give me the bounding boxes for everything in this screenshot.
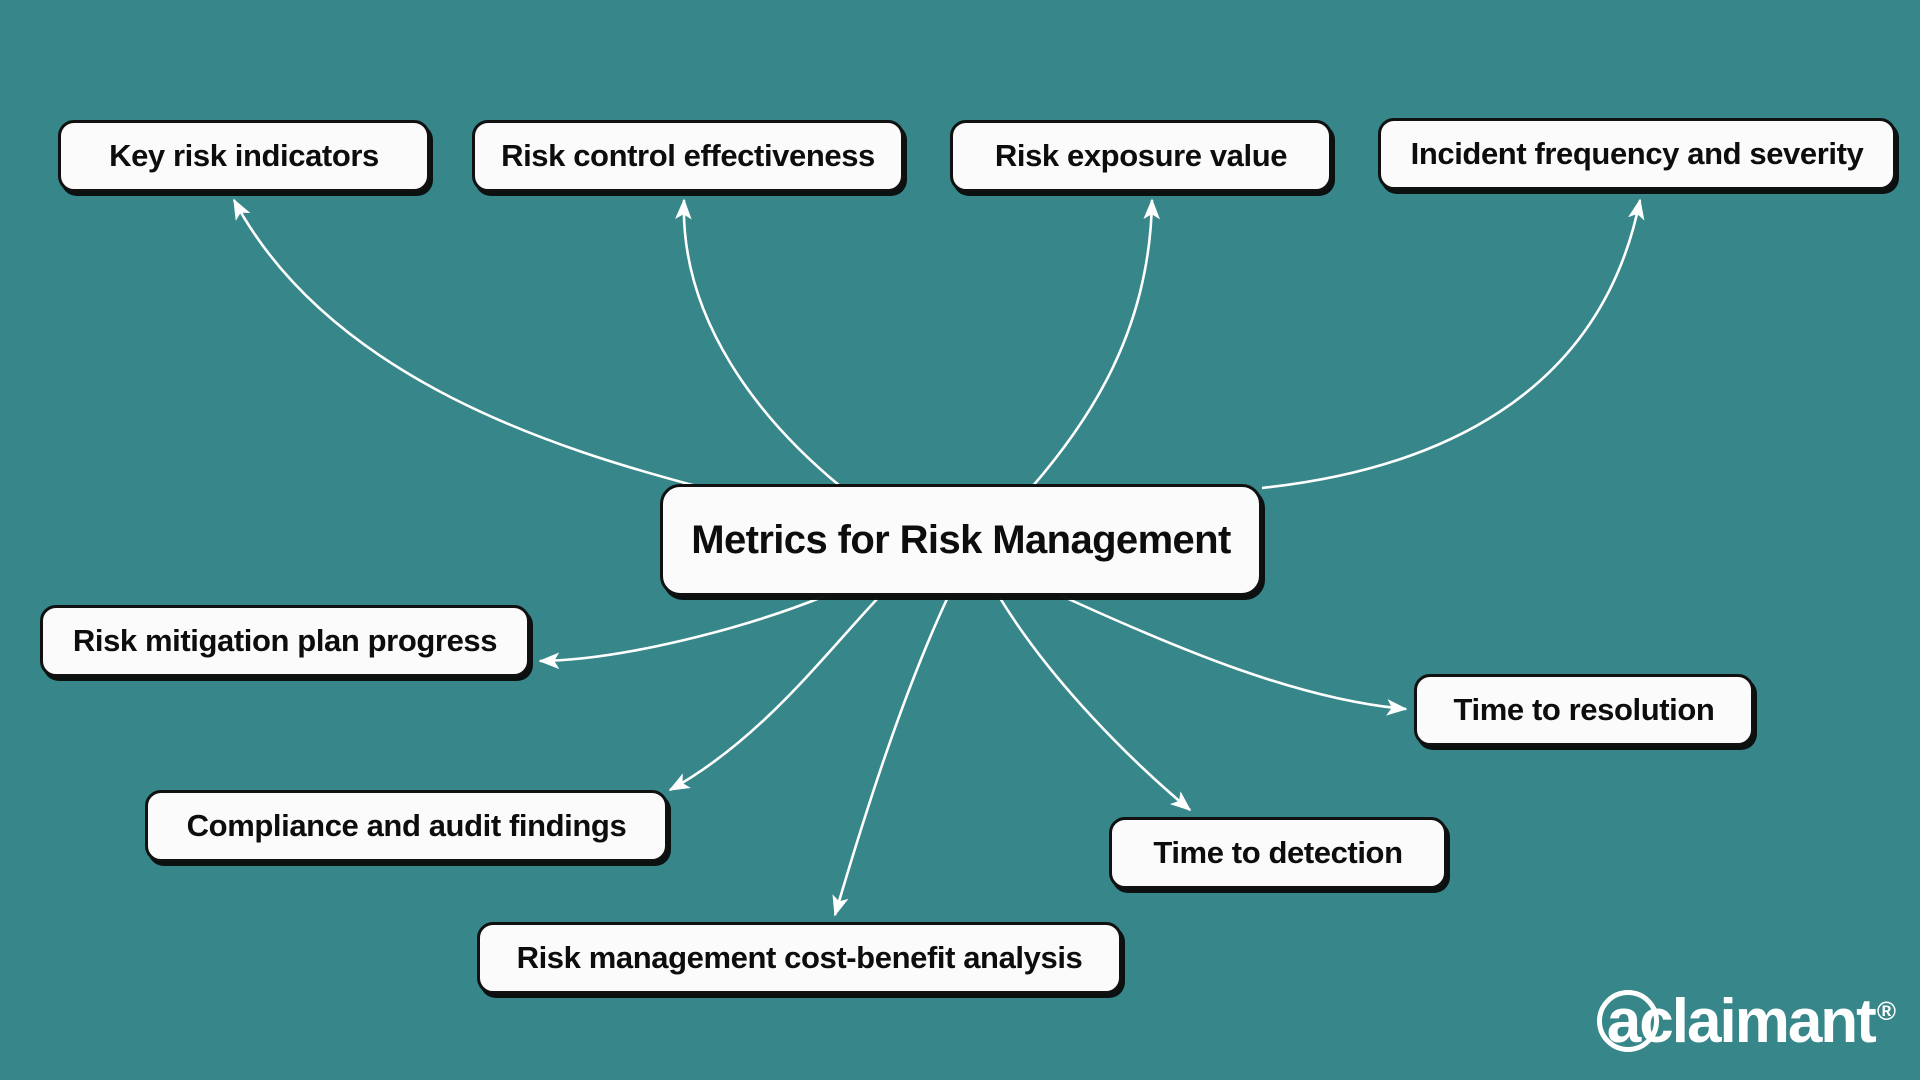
node-time-to-detection[interactable]: Time to detection [1109,817,1447,889]
center-node[interactable]: Metrics for Risk Management [660,484,1262,596]
node-risk-exposure-value[interactable]: Risk exposure value [950,120,1332,192]
node-label: Incident frequency and severity [1410,136,1864,171]
node-label: Compliance and audit findings [186,808,627,843]
node-key-risk-indicators[interactable]: Key risk indicators [58,120,430,192]
edge-center-to-time-to-resolution [1061,594,1408,716]
edge-center-to-compliance-and-audit-findings [668,597,879,792]
node-label: Key risk indicators [109,138,379,173]
node-label: Time to resolution [1453,692,1715,727]
registered-trademark-icon: ® [1876,996,1896,1026]
node-label: Risk mitigation plan progress [72,623,498,658]
node-time-to-resolution[interactable]: Time to resolution [1414,674,1754,746]
edge-center-to-risk-management-cost-benefit [832,598,949,917]
node-label: Risk control effectiveness [501,138,875,173]
node-risk-mitigation-plan-progress[interactable]: Risk mitigation plan progress [40,605,530,677]
edge-center-to-risk-exposure-value [1031,198,1161,488]
node-risk-management-cost-benefit[interactable]: Risk management cost-benefit analysis [477,922,1122,994]
aclaimant-logo: aclaimant ® [1596,990,1896,1058]
edge-center-to-risk-control-effectiveness [675,198,841,488]
node-label: Risk management cost-benefit analysis [516,940,1083,975]
edge-center-to-key-risk-indicators [232,198,701,489]
edge-center-to-risk-mitigation-plan-progress [538,594,826,670]
edge-center-to-time-to-detection [998,597,1192,811]
node-label: Time to detection [1153,835,1403,870]
node-risk-control-effectiveness[interactable]: Risk control effectiveness [472,120,904,192]
node-label: Risk exposure value [994,138,1288,173]
edge-center-to-incident-frequency-and-severity [1261,198,1645,490]
center-node-label: Metrics for Risk Management [691,517,1231,562]
logo-circle-icon [1596,990,1665,1058]
node-incident-frequency-and-severity[interactable]: Incident frequency and severity [1378,118,1896,190]
node-compliance-and-audit-findings[interactable]: Compliance and audit findings [145,790,668,862]
